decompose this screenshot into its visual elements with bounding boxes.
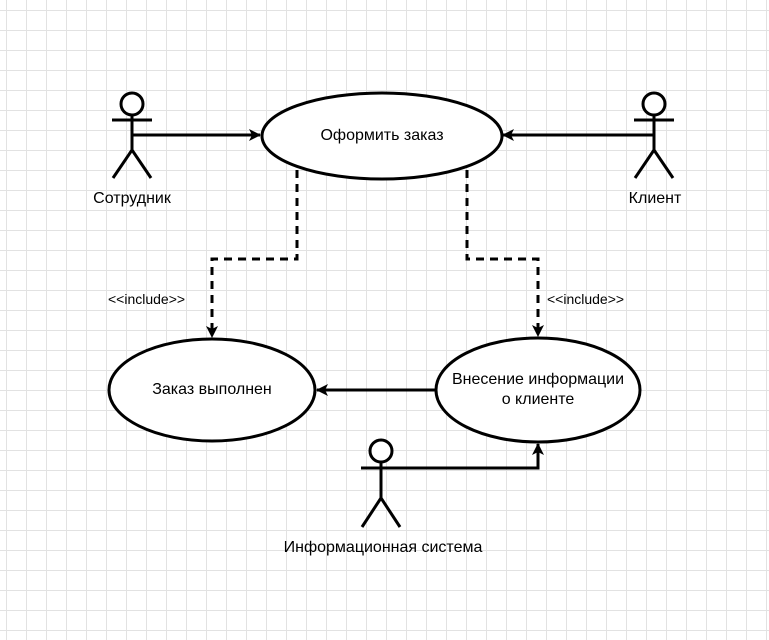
association-info-system-enter-info[interactable] xyxy=(381,443,544,470)
actor-info-system-label: Информационная система xyxy=(283,539,483,556)
include-place-order-order-done[interactable] xyxy=(206,170,299,338)
include-right-stereotype: <<include>> xyxy=(547,291,625,307)
actor-info-system-figure[interactable] xyxy=(360,438,402,528)
usecase-enter-info-line1: Внесение информации xyxy=(451,371,625,388)
actor-client-label: Клиент xyxy=(628,190,682,207)
include-left-stereotype: <<include>> xyxy=(108,291,186,307)
usecase-order-done-label: Заказ выполнен xyxy=(152,381,272,398)
usecase-order-done-ellipse[interactable] xyxy=(107,337,317,443)
usecase-enter-info-line2: о клиенте xyxy=(501,391,575,408)
actor-employee-label: Сотрудник xyxy=(93,190,171,207)
usecase-place-order-label: Оформить заказ xyxy=(320,127,444,144)
include-place-order-enter-info[interactable] xyxy=(465,170,544,337)
actor-client-figure[interactable] xyxy=(633,91,675,179)
actor-employee-figure[interactable] xyxy=(111,91,153,179)
usecase-enter-info-label: Внесение информации о клиенте xyxy=(436,368,640,412)
